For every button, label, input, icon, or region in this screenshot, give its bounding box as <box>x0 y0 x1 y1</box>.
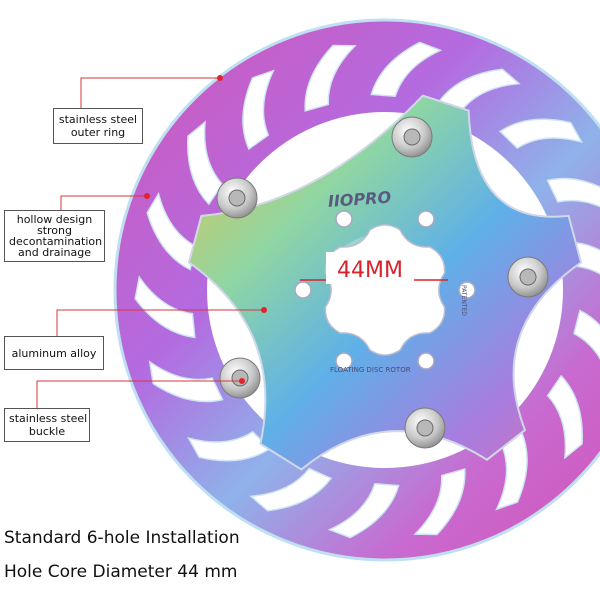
vent-slot <box>327 482 400 539</box>
mounting-hole <box>417 210 435 228</box>
vent-slot <box>574 241 600 275</box>
callout-aluminum-alloy: aluminum alloy <box>4 336 104 370</box>
core-label-bg <box>326 252 414 284</box>
vent-slot <box>242 69 275 151</box>
floating-buckles <box>216 116 549 449</box>
vent-slot <box>304 44 357 112</box>
mounting-holes <box>294 210 476 370</box>
callout-hollow-design: hollow design strong decontamination and… <box>4 210 105 262</box>
vent-slot <box>146 191 197 271</box>
vent-slot <box>187 430 271 462</box>
mounting-hole <box>458 281 476 299</box>
buckle-bolt <box>507 256 549 298</box>
vent-slot <box>437 68 521 113</box>
rotor-text-bottom: FLOATING DISC ROTOR <box>330 366 411 374</box>
buckle-bolt <box>391 116 433 158</box>
vent-slot <box>187 120 224 206</box>
vent-slot <box>370 41 443 98</box>
vent-slot <box>148 360 224 403</box>
mounting-hole <box>294 281 312 299</box>
mounting-hole <box>335 352 353 370</box>
rotor-text-side: PATENTED <box>460 285 467 316</box>
caption-core-diameter: Hole Core Diameter 44 mm <box>4 562 238 582</box>
mounting-hole <box>335 210 353 228</box>
caption-installation: Standard 6-hole Installation <box>4 528 240 548</box>
vent-slot <box>573 309 600 360</box>
vent-slot <box>499 118 583 150</box>
buckle-bolt <box>216 177 258 219</box>
core-diameter-label: 44MM <box>337 258 403 283</box>
vent-slot <box>495 429 528 511</box>
vent-slot <box>546 374 583 460</box>
callout-outer-ring: stainless steel outer ring <box>53 108 143 144</box>
vent-slot <box>413 468 466 536</box>
buckle-bolt <box>219 357 261 399</box>
buckle-bolt <box>404 407 446 449</box>
rotor-logo: IIOPRO <box>327 188 392 211</box>
ventilation-slots <box>134 41 600 539</box>
callout-dots <box>144 75 267 384</box>
vent-slot <box>249 467 333 512</box>
callout-buckle: stainless steel buckle <box>4 408 90 442</box>
callout-lines <box>36 77 262 408</box>
mounting-hole <box>417 352 435 370</box>
vent-slot <box>546 177 600 208</box>
